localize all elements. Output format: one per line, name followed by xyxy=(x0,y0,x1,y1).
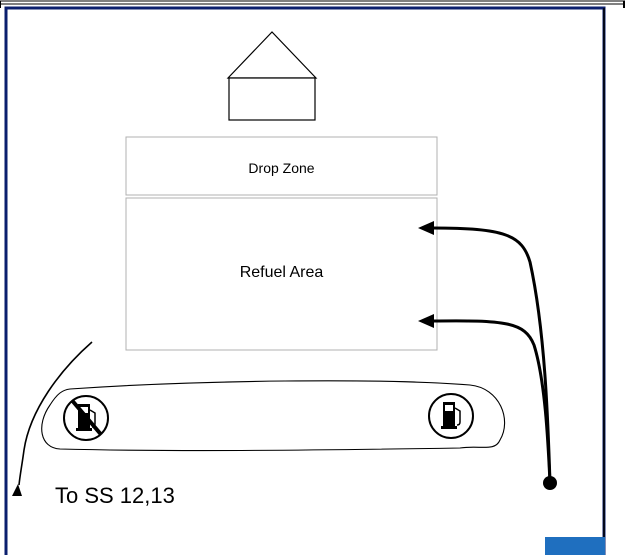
destination-label: To SS 12,13 xyxy=(55,483,175,508)
refuel-area-label: Refuel Area xyxy=(239,264,324,281)
refuel-area-box xyxy=(125,197,438,351)
top-frame-strip xyxy=(0,0,625,8)
drop-zone-label: Drop Zone xyxy=(248,160,315,176)
drop-zone-box xyxy=(125,136,438,196)
blue-square-marker xyxy=(545,537,605,555)
exit-route-arrow xyxy=(12,341,93,496)
house-icon xyxy=(226,31,318,121)
no-fuel-pump-icon xyxy=(63,395,109,441)
fuel-pump-icon xyxy=(428,393,474,439)
entry-route-arrows xyxy=(418,221,557,490)
fuel-island-outline xyxy=(41,380,506,452)
